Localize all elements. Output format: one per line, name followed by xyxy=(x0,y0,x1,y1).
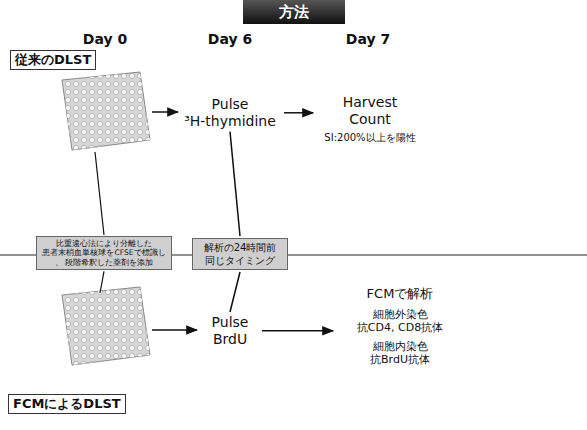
node-text: Pulse BrdU xyxy=(200,314,260,348)
note-box: 比重遠心法により分離した 患者末梢血単核球をCFSEで標識し、 段階希釈した薬剤… xyxy=(36,236,172,270)
leader-line xyxy=(95,152,104,235)
column-header: Day 6 xyxy=(190,31,270,47)
title-text: 方法 xyxy=(279,3,309,22)
connector xyxy=(262,330,333,332)
plate-photo xyxy=(62,72,150,150)
connector xyxy=(230,132,240,236)
step-label: Harvest CountSI:200%以上を陽性 xyxy=(315,94,425,144)
plate-photo xyxy=(62,287,150,365)
node-subtext: ³H-thymidine xyxy=(178,113,282,130)
node-text: FCMで解析 xyxy=(335,286,465,302)
leader-line xyxy=(100,271,104,293)
node-text: Harvest Count xyxy=(339,94,401,128)
plate-wells xyxy=(62,72,150,150)
node-text: FCMによるDLST xyxy=(13,396,121,412)
column-header: Day 7 xyxy=(328,31,408,47)
note-box: 解析の24時間前 同じタイミング xyxy=(192,238,288,270)
node-subtext: SI:200%以上を陽性 xyxy=(315,132,425,144)
step-label: Pulse BrdU xyxy=(200,314,260,348)
connector xyxy=(230,272,240,312)
title-band: 方法 xyxy=(243,0,345,24)
node-subtext: 細胞内染色 抗BrdU抗体 xyxy=(354,340,446,366)
node-text: 比重遠心法により分離した 患者末梢血単核球をCFSEで標識し、 段階希釈した薬剤… xyxy=(40,239,168,267)
flow-arrow xyxy=(152,329,197,331)
node-text: 解析の24時間前 同じタイミング xyxy=(196,241,284,267)
column-header: Day 0 xyxy=(65,31,145,47)
connector xyxy=(284,112,313,114)
method-tag: FCMによるDLST xyxy=(8,394,126,414)
flow-arrow xyxy=(152,111,178,113)
step-label: Pulse³H-thymidine xyxy=(178,96,282,130)
plate-wells xyxy=(62,287,150,365)
method-tag: 従来のDLST xyxy=(10,50,96,70)
node-text: 従来のDLST xyxy=(15,52,91,68)
step-label: FCMで解析細胞外染色 抗CD4, CD8抗体細胞内染色 抗BrdU抗体 xyxy=(335,286,465,366)
node-subtext: 細胞外染色 抗CD4, CD8抗体 xyxy=(354,308,446,334)
node-text: Pulse xyxy=(178,96,282,113)
